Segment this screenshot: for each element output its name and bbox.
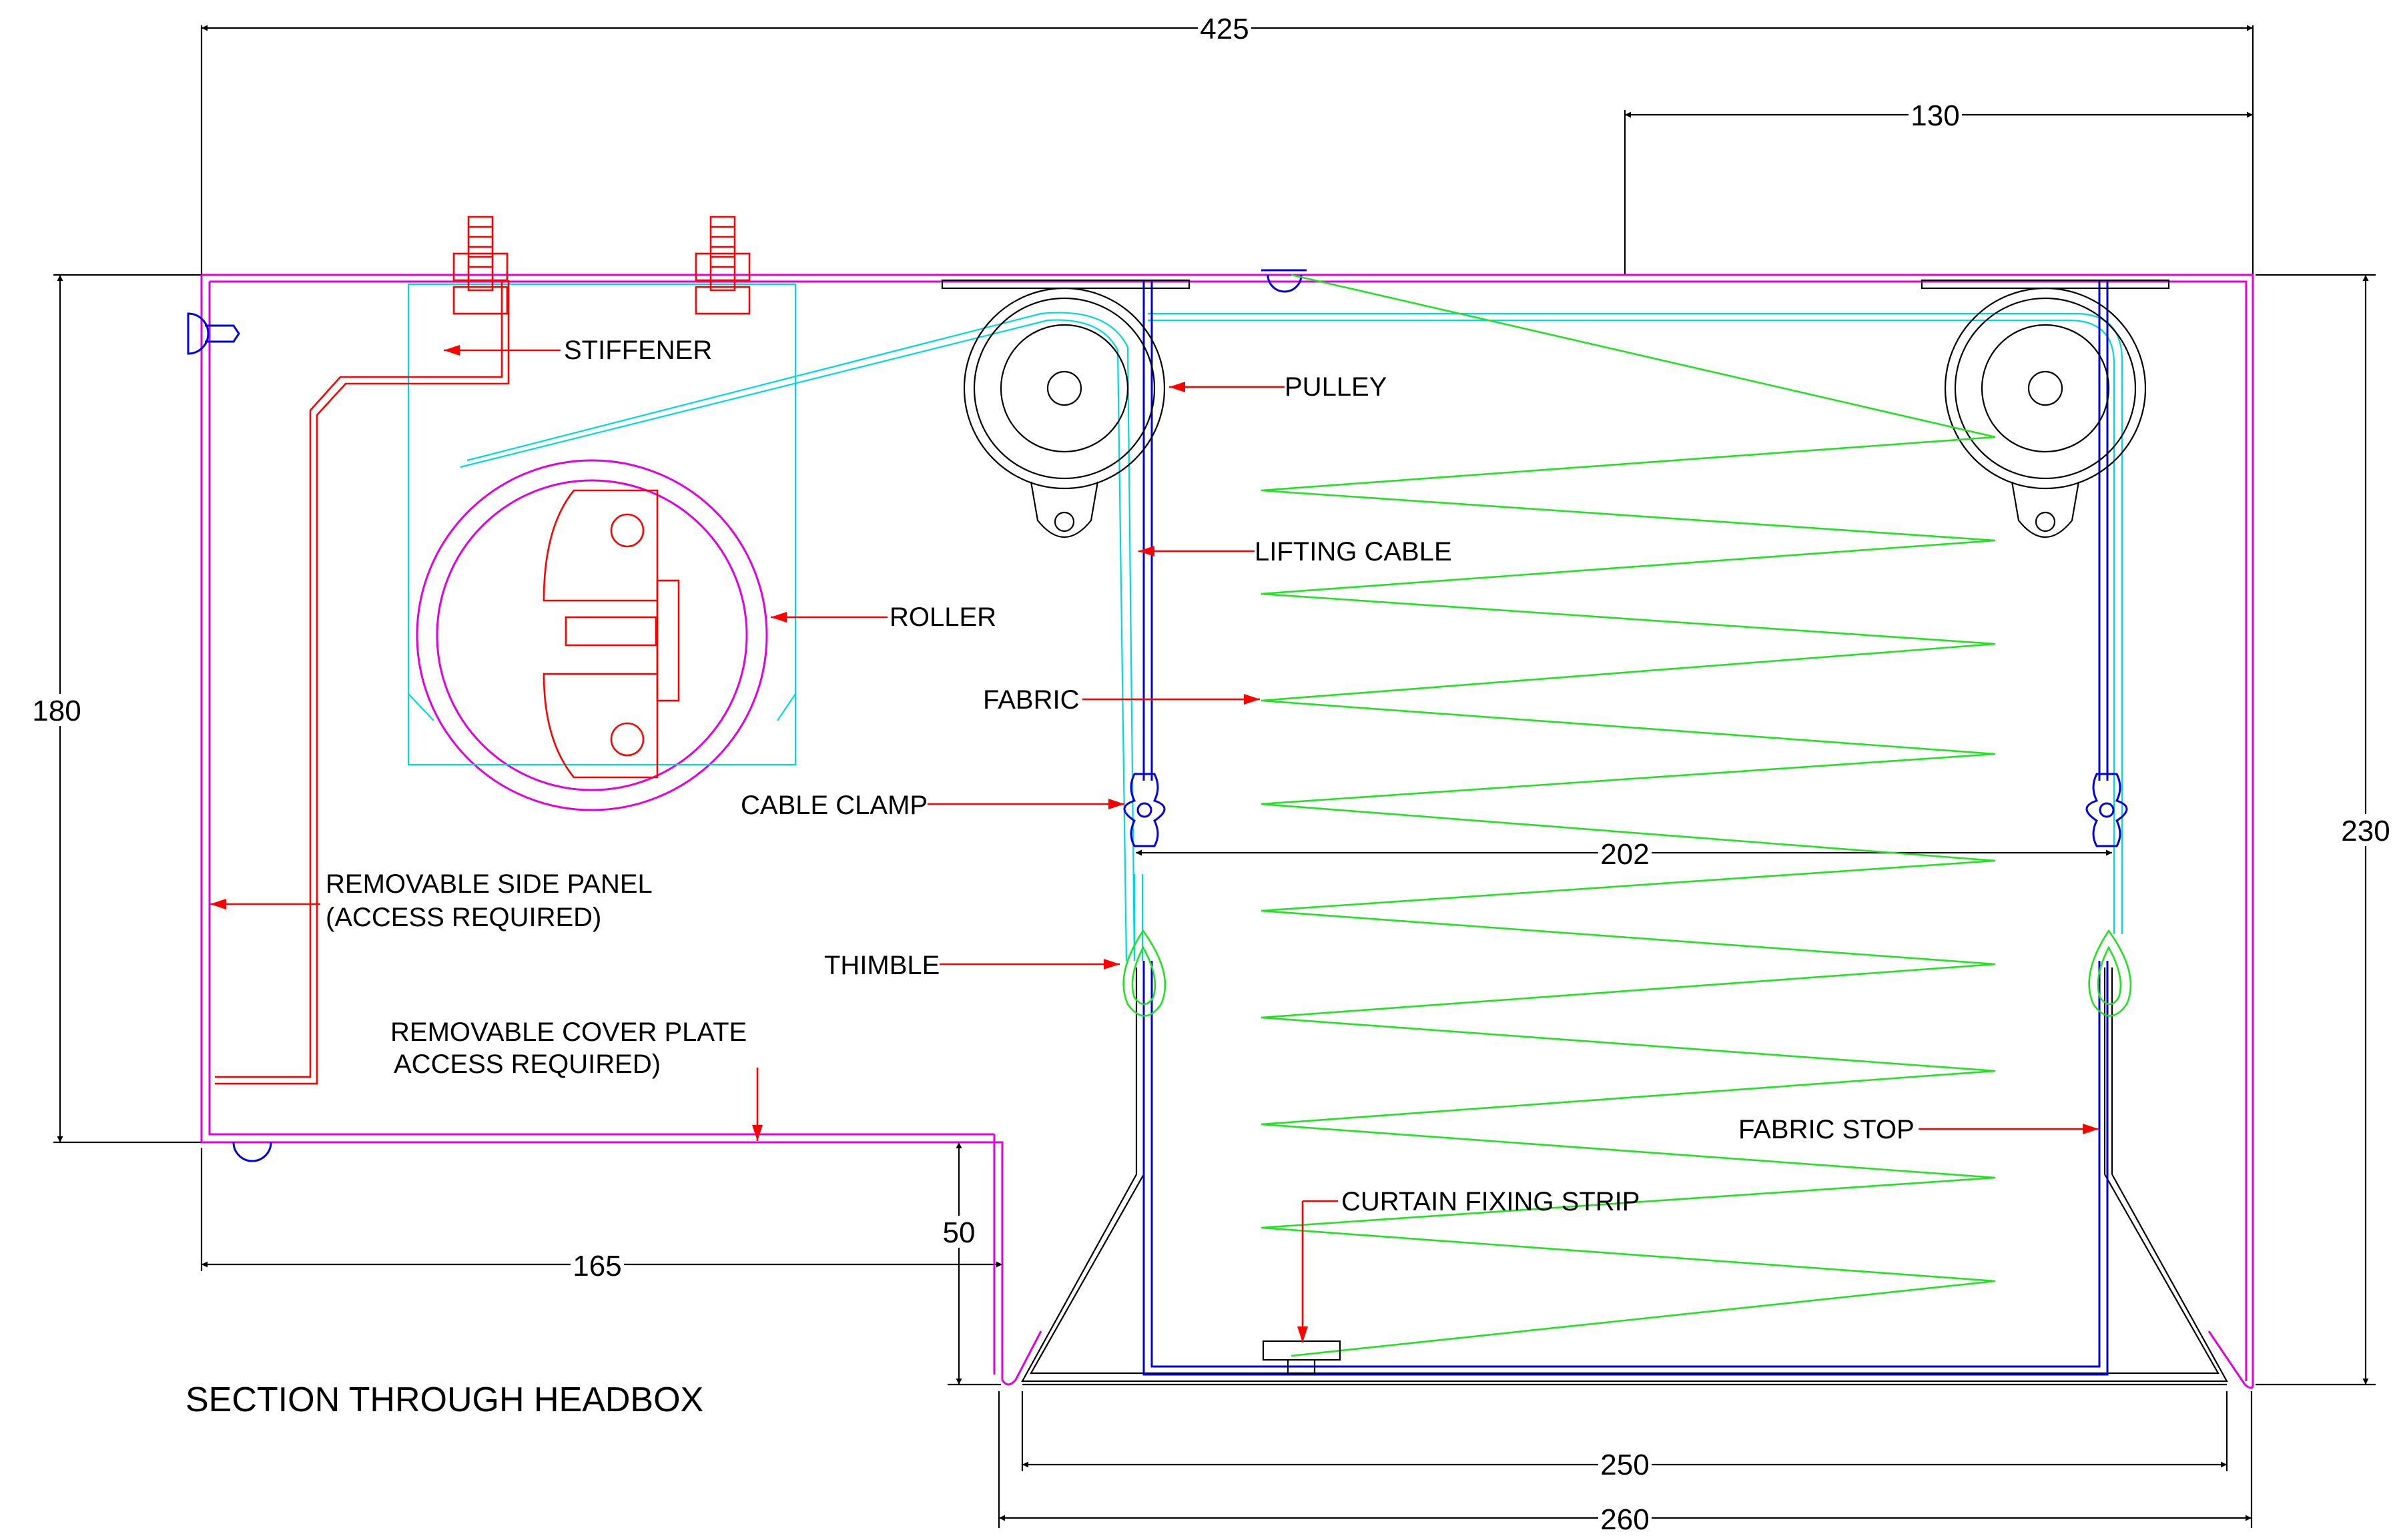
dim-height-right: 230 <box>2341 815 2390 847</box>
dim-right-offset: 130 <box>1911 99 1959 132</box>
label-cover-plate-line2: ACCESS REQUIRED) <box>394 1050 661 1079</box>
label-curtain-fixing-strip: CURTAIN FIXING STRIP <box>1341 1187 1640 1216</box>
label-roller: ROLLER <box>890 603 996 632</box>
stiffener-bolts <box>452 216 751 315</box>
label-cover-plate-line1: REMOVABLE COVER PLATE <box>390 1018 747 1047</box>
fabric-pleats <box>1122 274 2132 1357</box>
dimension-lines <box>53 25 2376 1528</box>
label-pulley: PULLEY <box>1285 372 1387 402</box>
thimble-right-icon <box>2088 929 2132 1017</box>
lifting-cables <box>187 269 2128 1376</box>
label-side-panel-line1: REMOVABLE SIDE PANEL <box>326 869 653 899</box>
thimble-left-icon <box>1122 929 1166 1017</box>
label-side-panel-line2: (ACCESS REQUIRED) <box>326 903 601 932</box>
dim-inner-clear: 202 <box>1600 838 1649 871</box>
label-lifting-cable: LIFTING CABLE <box>1255 537 1452 566</box>
label-thimble: THIMBLE <box>824 951 940 980</box>
roller-bracket <box>215 280 680 1085</box>
dim-overall-width: 425 <box>1200 13 1249 45</box>
headbox-casing <box>200 274 2254 1389</box>
label-cable-clamp: CABLE CLAMP <box>741 791 928 820</box>
pulley-left <box>941 279 1190 538</box>
pulley-right <box>1921 279 2170 538</box>
curtain-fixing-strip <box>1262 1340 1341 1375</box>
dim-left-width: 165 <box>573 1250 621 1282</box>
inner-box-outline <box>1021 968 2228 1386</box>
label-stiffener: STIFFENER <box>564 336 712 365</box>
cable-clamp-left <box>1123 773 1166 847</box>
label-fabric: FABRIC <box>983 685 1079 715</box>
dim-step-depth: 50 <box>943 1216 976 1249</box>
drawing-title: SECTION THROUGH HEADBOX <box>186 1381 703 1419</box>
dim-outer-width: 260 <box>1600 1503 1649 1536</box>
bottom-left-fixing-icon <box>232 1142 272 1162</box>
cable-clamp-right <box>2085 773 2128 847</box>
label-fabric-stop: FABRIC STOP <box>1738 1115 1915 1144</box>
component-labels: STIFFENER PULLEY LIFTING CABLE ROLLER FA… <box>326 336 1915 1216</box>
dim-inner-width: 250 <box>1600 1449 1649 1481</box>
stiffener-frame <box>407 283 2123 961</box>
leader-lines <box>210 345 2099 1342</box>
top-fixing-icon <box>1267 274 1303 293</box>
dim-height-left: 180 <box>32 695 81 727</box>
dimension-values: 425 130 180 230 50 165 202 250 260 <box>27 12 2396 1536</box>
